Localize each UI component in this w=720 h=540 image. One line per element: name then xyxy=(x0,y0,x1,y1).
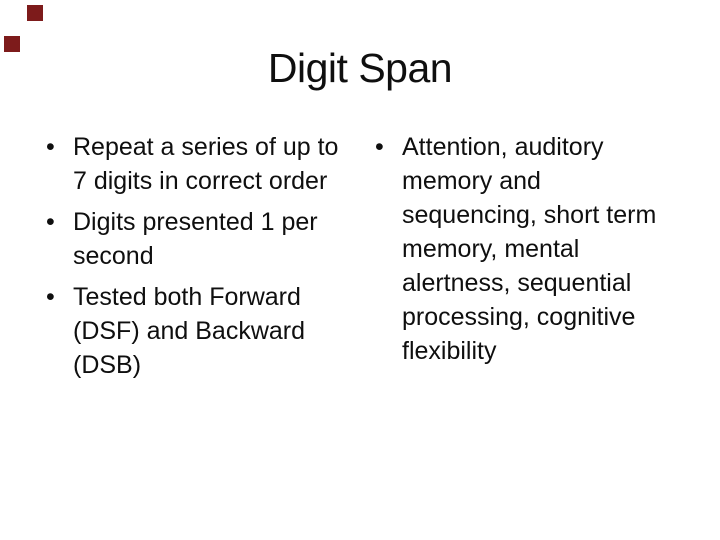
bullet-line: Tested both Forward xyxy=(73,283,301,311)
bullet-line: flexibility xyxy=(402,337,497,365)
bullet-item-attention-abilities: • Attention, auditory memory and sequenc… xyxy=(375,130,685,368)
bullet-item-tested-forward-backward: • Tested both Forward (DSF) and Backward… xyxy=(46,280,356,382)
bullet-text: Repeat a series of up to 7 digits in cor… xyxy=(73,130,356,198)
bullet-icon: • xyxy=(375,133,384,161)
bullet-text: Tested both Forward (DSF) and Backward (… xyxy=(73,280,356,382)
bullet-line: second xyxy=(73,242,154,270)
bullet-text: Digits presented 1 per second xyxy=(73,205,356,273)
bullet-line: processing, cognitive xyxy=(402,303,636,331)
bullet-item-digits-presented: • Digits presented 1 per second xyxy=(46,205,356,273)
bullet-item-repeat-series: • Repeat a series of up to 7 digits in c… xyxy=(46,130,356,198)
bullet-line: Repeat a series of up to xyxy=(73,133,339,161)
bullet-line: 7 digits in correct order xyxy=(73,167,328,195)
bullet-line: Digits presented 1 per xyxy=(73,208,318,236)
slide-title: Digit Span xyxy=(267,45,453,91)
bullet-line: sequencing, short term xyxy=(402,201,657,229)
corner-decoration-square-left xyxy=(4,36,20,52)
bullet-line: (DSF) and Backward xyxy=(73,317,306,345)
bullet-column-left: • Repeat a series of up to 7 digits in c… xyxy=(46,130,356,382)
bullet-icon: • xyxy=(46,133,55,161)
bullet-icon: • xyxy=(46,283,55,311)
bullet-line: (DSB) xyxy=(73,351,142,379)
bullet-column-right: • Attention, auditory memory and sequenc… xyxy=(375,130,685,368)
bullet-line: Attention, auditory xyxy=(402,133,604,161)
bullet-line: alertness, sequential xyxy=(402,269,632,297)
bullet-icon: • xyxy=(46,208,55,236)
bullet-line: memory and xyxy=(402,167,541,195)
corner-decoration-square-top xyxy=(27,5,43,21)
bullet-line: memory, mental xyxy=(402,235,580,263)
bullet-text: Attention, auditory memory and sequencin… xyxy=(402,130,685,368)
